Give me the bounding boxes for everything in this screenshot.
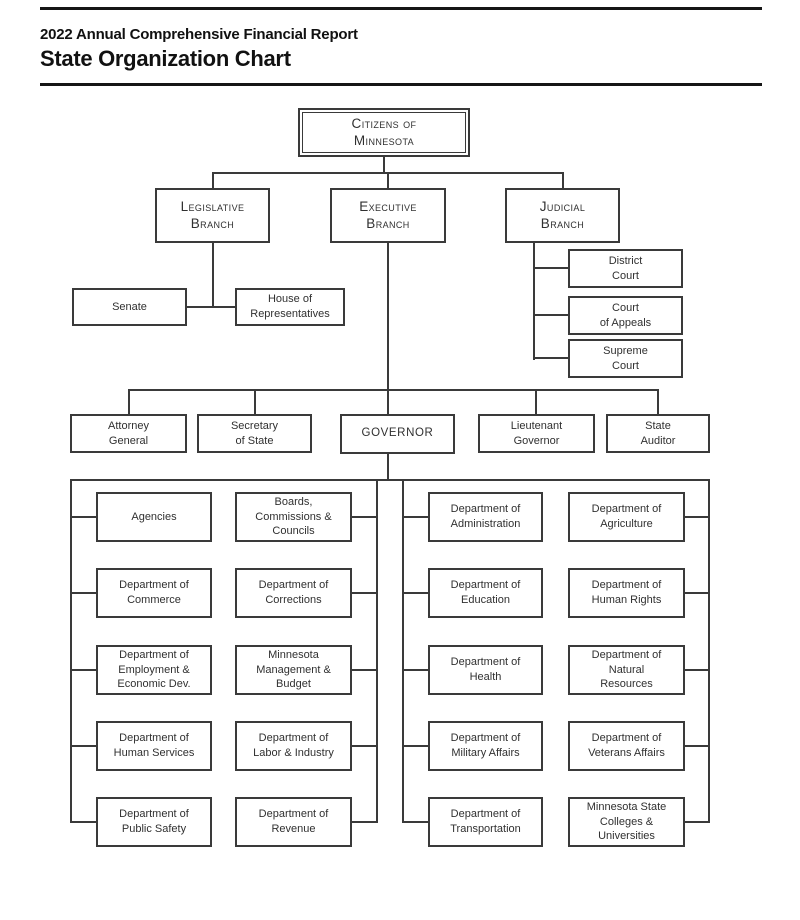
- page-title: State Organization Chart: [40, 46, 291, 71]
- node-district-court: District Court: [568, 249, 683, 288]
- connector-stub: [352, 821, 378, 823]
- node-department-of-transportation: Department of Transportation: [428, 797, 543, 847]
- connector-stub: [352, 516, 378, 518]
- node-lieutenant-governor: Lieutenant Governor: [478, 414, 595, 453]
- connector-rail-outer-right: [708, 479, 710, 823]
- connector-judicial-drop: [562, 172, 564, 188]
- header-bottom-rule: [40, 83, 762, 86]
- connector-executive-bus: [128, 389, 659, 391]
- connector-stub: [402, 745, 429, 747]
- node-department-of-veterans-affairs: Department of Veterans Affairs: [568, 721, 685, 771]
- node-secretary-of-state: Secretary of State: [197, 414, 312, 453]
- connector-stub: [70, 516, 96, 518]
- node-senate: Senate: [72, 288, 187, 326]
- node-department-of-education: Department of Education: [428, 568, 543, 618]
- connector-stub: [70, 745, 96, 747]
- connector-stub: [684, 592, 709, 594]
- node-supreme-court: Supreme Court: [568, 339, 683, 378]
- connector-stub: [684, 669, 709, 671]
- node-minnesota-management-budget: Minnesota Management & Budget: [235, 645, 352, 695]
- node-department-of-health: Department of Health: [428, 645, 543, 695]
- node-attorney-general: Attorney General: [70, 414, 187, 453]
- node-department-of-employment-economic-dev: Department of Employment & Economic Dev.: [96, 645, 212, 695]
- node-department-of-corrections: Department of Corrections: [235, 568, 352, 618]
- connector-stub: [70, 821, 96, 823]
- node-agencies: Agencies: [96, 492, 212, 542]
- connector-agency-bus: [70, 479, 710, 481]
- connector-district-court-stub: [535, 267, 568, 269]
- connector-rail-outer-left: [70, 479, 72, 823]
- connector-citizens-drop: [383, 157, 385, 174]
- node-house-of-representatives: House of Representatives: [235, 288, 345, 326]
- connector-senate-house-link: [187, 306, 235, 308]
- node-department-of-administration: Department of Administration: [428, 492, 543, 542]
- connector-stub: [70, 592, 96, 594]
- node-citizens-of-minnesota: Citizens of Minnesota: [298, 108, 470, 157]
- connector-attorney-riser: [128, 389, 130, 414]
- node-executive-branch: Executive Branch: [330, 188, 446, 243]
- header-top-rule: [40, 7, 762, 10]
- connector-legislative-drop: [212, 172, 214, 188]
- connector-secretary-riser: [254, 389, 256, 414]
- connector-governor-drop: [387, 454, 389, 480]
- connector-supreme-court-stub: [535, 357, 568, 359]
- node-department-of-human-rights: Department of Human Rights: [568, 568, 685, 618]
- node-citizens-of-minnesota-label: Citizens of Minnesota: [302, 112, 466, 153]
- connector-judicial-rail: [533, 243, 535, 360]
- connector-stub: [352, 592, 378, 594]
- connector-stub: [402, 592, 429, 594]
- connector-stub: [402, 669, 429, 671]
- node-department-of-natural-resources: Department of Natural Resources: [568, 645, 685, 695]
- node-state-auditor: State Auditor: [606, 414, 710, 453]
- connector-legislature-stem: [212, 243, 214, 307]
- node-judicial-branch: Judicial Branch: [505, 188, 620, 243]
- connector-stub: [684, 745, 709, 747]
- node-court-of-appeals: Court of Appeals: [568, 296, 683, 335]
- node-department-of-public-safety: Department of Public Safety: [96, 797, 212, 847]
- node-department-of-revenue: Department of Revenue: [235, 797, 352, 847]
- connector-stub: [352, 745, 378, 747]
- connector-rail-inner-right: [402, 479, 404, 823]
- connector-stub: [684, 821, 709, 823]
- node-minnesota-state-colleges-universities: Minnesota State Colleges & Universities: [568, 797, 685, 847]
- node-legislative-branch: Legislative Branch: [155, 188, 270, 243]
- node-boards-commissions-councils: Boards, Commissions & Councils: [235, 492, 352, 542]
- connector-stub: [402, 821, 429, 823]
- connector-lieutenant-riser: [535, 389, 537, 414]
- connector-rail-inner-left: [376, 479, 378, 823]
- connector-executive-drop: [387, 172, 389, 188]
- node-department-of-military-affairs: Department of Military Affairs: [428, 721, 543, 771]
- connector-stub: [684, 516, 709, 518]
- node-department-of-agriculture: Department of Agriculture: [568, 492, 685, 542]
- connector-stub: [352, 669, 378, 671]
- connector-stub: [402, 516, 429, 518]
- node-governor: GOVERNOR: [340, 414, 455, 454]
- connector-court-of-appeals-stub: [535, 314, 568, 316]
- connector-stub: [70, 669, 96, 671]
- connector-auditor-riser: [657, 389, 659, 414]
- node-department-of-commerce: Department of Commerce: [96, 568, 212, 618]
- node-department-of-human-services: Department of Human Services: [96, 721, 212, 771]
- node-department-of-labor-industry: Department of Labor & Industry: [235, 721, 352, 771]
- connector-executive-stem: [387, 243, 389, 414]
- report-title: 2022 Annual Comprehensive Financial Repo…: [40, 26, 358, 43]
